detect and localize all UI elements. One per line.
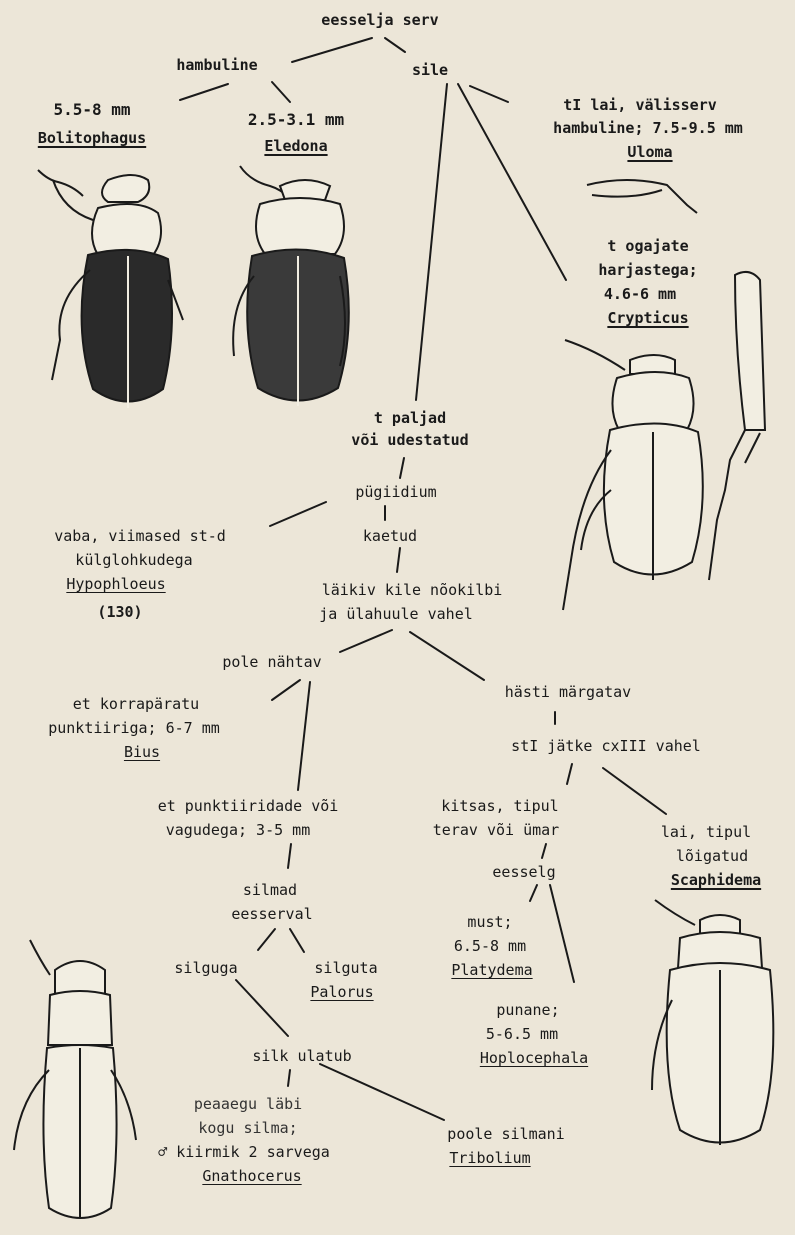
kaetud-label: kaetud (363, 526, 417, 546)
page-ref: (130) (97, 602, 142, 622)
peaaegu-1: peaaegu läbi (194, 1094, 302, 1114)
silk-ulatub: silk ulatub (252, 1046, 351, 1066)
eledona-name: Eledona (264, 136, 327, 156)
vaba-2: külglohkudega (75, 550, 192, 570)
hambuline-label: hambuline (176, 55, 257, 75)
paljad-1: t paljad (374, 408, 446, 428)
paljad-2: või udestatud (351, 430, 468, 450)
eesselg-label: eesselg (492, 862, 555, 882)
sile-label: sile (412, 60, 448, 80)
laikiv-1: läikiv kile nõokilbi (322, 580, 503, 600)
palorus-name: Palorus (310, 982, 373, 1002)
silmad-1: silmad (243, 880, 297, 900)
platydema-name: Platydema (451, 960, 532, 980)
uloma-desc-2: hambuline; 7.5-9.5 mm (553, 118, 743, 138)
uloma-desc-1: tI lai, välisserv (563, 95, 717, 115)
pole-nahtav: pole nähtav (222, 652, 321, 672)
peaaegu-3: ♂ kiirmik 2 sarvega (158, 1142, 330, 1162)
tribolium-name: Tribolium (449, 1148, 530, 1168)
laikiv-2: ja ülahuule vahel (319, 604, 473, 624)
silguga-label: silguga (174, 958, 237, 978)
bolitophagus-size: 5.5-8 mm (53, 100, 130, 120)
silmad-2: eesserval (231, 904, 312, 924)
punane-2: 5-6.5 mm (486, 1024, 558, 1044)
crypticus-desc-3: 4.6-6 mm (604, 284, 676, 304)
lai-1: lai, tipul (661, 822, 751, 842)
crypticus-leg-icon (705, 265, 785, 595)
root-label: eesselja serv (321, 10, 438, 30)
gnathocerus-name: Gnathocerus (202, 1166, 301, 1186)
uloma-name: Uloma (627, 142, 672, 162)
lai-2: lõigatud (676, 846, 748, 866)
bolitophagus-name: Bolitophagus (38, 128, 146, 148)
crypticus-desc-2: harjastega; (598, 260, 697, 280)
peaaegu-2: kogu silma; (198, 1118, 297, 1138)
hypophloeus-name: Hypophloeus (66, 574, 165, 594)
eledona-beetle-icon (220, 156, 360, 426)
uloma-leg-icon (582, 165, 702, 215)
eledona-size: 2.5-3.1 mm (248, 110, 344, 130)
bolitophagus-beetle-icon (28, 160, 193, 425)
punane-1: punane; (496, 1000, 559, 1020)
bius-desc-2: punktiiriga; 6-7 mm (48, 718, 220, 738)
poole-silmani: poole silmani (447, 1124, 564, 1144)
punktiir-2: vagudega; 3-5 mm (166, 820, 311, 840)
pygiidium-label: pügiidium (355, 482, 436, 502)
hasti-margatav: hästi märgatav (505, 682, 631, 702)
gnathocerus-beetle-icon (5, 930, 155, 1230)
punktiir-1: et punktiiridade või (158, 796, 339, 816)
vaba-1: vaba, viimased st-d (54, 526, 226, 546)
must-1: must; (467, 912, 512, 932)
bius-name: Bius (124, 742, 160, 762)
kitsas-2: terav või ümar (433, 820, 559, 840)
crypticus-name: Crypticus (607, 308, 688, 328)
scaphidema-beetle-icon (640, 890, 790, 1180)
crypticus-beetle-icon (555, 330, 725, 620)
scaphidema-name: Scaphidema (671, 870, 761, 890)
must-2: 6.5-8 mm (454, 936, 526, 956)
crypticus-desc-1: t ogajate (607, 236, 688, 256)
st-jatke: stI jätke cxIII vahel (511, 736, 701, 756)
bius-desc-1: et korrapäratu (73, 694, 199, 714)
kitsas-1: kitsas, tipul (441, 796, 558, 816)
hoplocephala-name: Hoplocephala (480, 1048, 588, 1068)
silguta-label: silguta (314, 958, 377, 978)
